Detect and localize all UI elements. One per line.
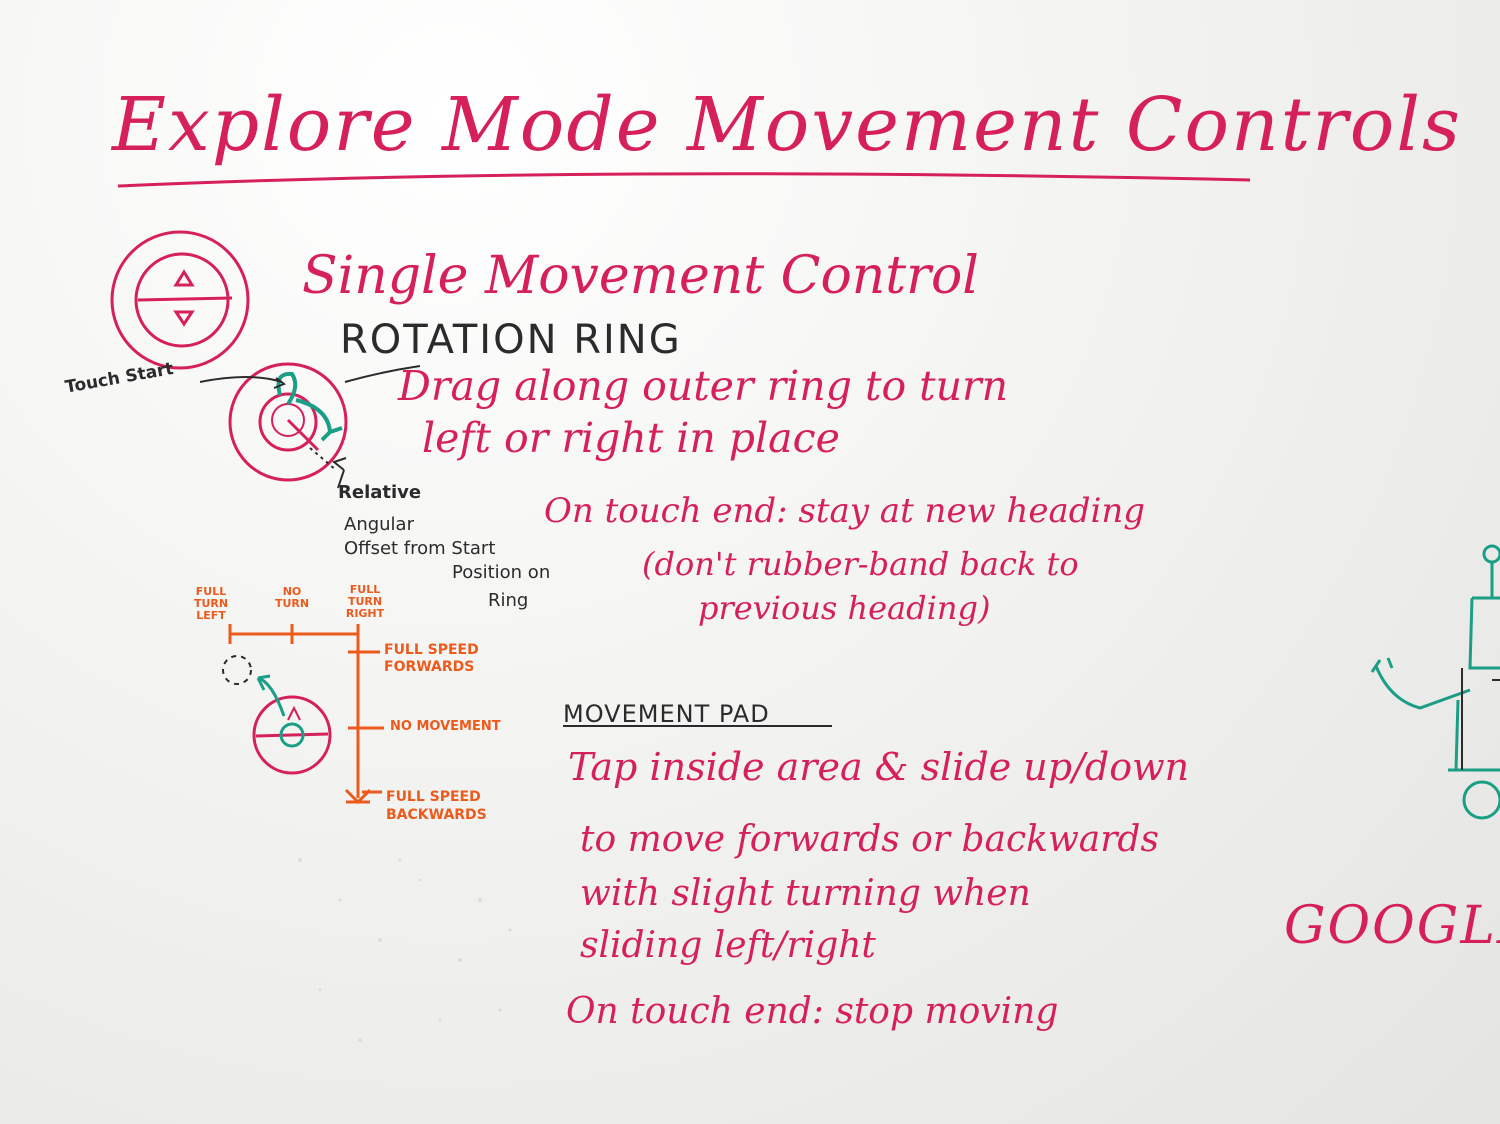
- single-control-icon: [110, 230, 250, 370]
- subtitle: Single Movement Control: [302, 246, 979, 306]
- full-turn-left-label: FULL TURN LEFT: [193, 585, 229, 622]
- relative-label-2: Angular: [344, 514, 414, 535]
- rotation-touch-end-1: On touch end: stay at new heading: [544, 491, 1146, 531]
- movement-pad-line-4: sliding left/right: [580, 925, 876, 966]
- axis-diagram: [228, 624, 384, 805]
- robot-body: [1461, 668, 1500, 770]
- rotation-ring-underline: [344, 365, 421, 383]
- google-partial-text: GOOGLE I: [1284, 896, 1500, 956]
- no-turn-label: NO TURN: [274, 585, 310, 610]
- board-smudges: [298, 858, 512, 1042]
- movement-pad-line-3: with slight turning when: [580, 873, 1031, 914]
- no-movement-label: NO MOVEMENT: [390, 719, 501, 734]
- full-speed-forwards-label: FULL SPEED FORWARDS: [384, 642, 479, 675]
- movement-pad-line-1: Tap inside area & slide up/down: [568, 745, 1190, 789]
- rotation-ring-line-2: left or right in place: [422, 414, 840, 462]
- relative-label-5: Ring: [488, 590, 529, 611]
- relative-label-1: Relative: [338, 482, 422, 503]
- movement-pad-heading: MOVEMENT PAD: [563, 700, 770, 728]
- full-turn-right-label: FULL TURN RIGHT: [345, 583, 385, 620]
- rotation-touch-end-3: previous heading): [698, 589, 991, 627]
- full-speed-backwards-label: FULL SPEED BACKWARDS: [386, 789, 487, 823]
- relative-label-3: Offset from Start: [344, 538, 496, 559]
- movement-pad-line-5: On touch end: stop moving: [566, 991, 1059, 1032]
- rotation-ring-diagram: [199, 362, 348, 489]
- rotation-ring-line-1: Drag along outer ring to turn: [398, 362, 1009, 410]
- movement-pad-diagram: [222, 655, 332, 775]
- robot-sketch: [1370, 544, 1500, 820]
- rotation-touch-end-2: (don't rubber-band back to: [642, 545, 1079, 583]
- page-title: Explore Mode Movement Controls: [112, 82, 1462, 168]
- movement-pad-line-2: to move forwards or backwards: [580, 819, 1159, 860]
- relative-label-4: Position on: [452, 562, 551, 583]
- rotation-ring-heading: ROTATION RING: [340, 317, 682, 363]
- title-underline: [117, 172, 1251, 188]
